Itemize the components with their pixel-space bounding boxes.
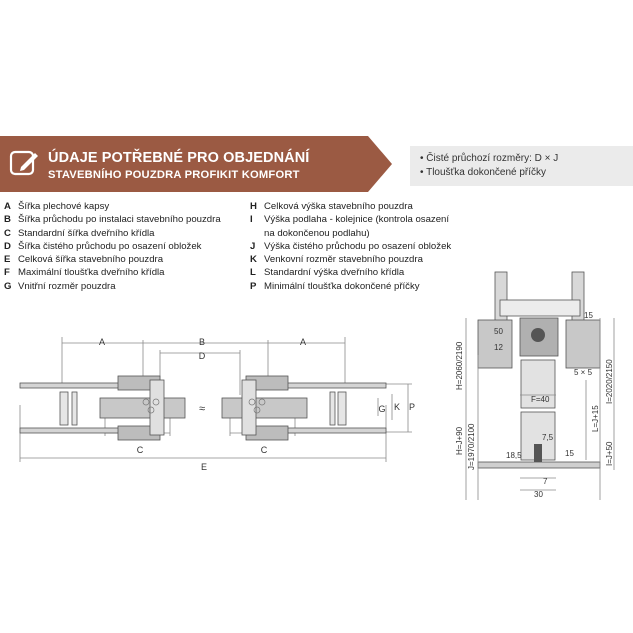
dim-label-lj15: L=J+15 (591, 405, 600, 432)
dim-label-d: D (199, 351, 206, 361)
dim-label-30: 30 (534, 490, 543, 499)
dim-label-f40: F=40 (531, 395, 550, 404)
info-box (410, 146, 633, 186)
break-mark: ≈ (199, 403, 205, 415)
dim-label-5x5: 5 × 5 (574, 368, 593, 377)
dim-label-12: 12 (494, 343, 503, 352)
dim-label-b: B (199, 337, 205, 347)
dim-label-c-left: C (137, 445, 144, 455)
dim-label-50: 50 (494, 327, 503, 336)
dim-label-15-top: 15 (584, 311, 593, 320)
header-banner (0, 136, 392, 192)
banner-arrow-shape (0, 136, 392, 192)
dim-label-k: K (394, 402, 400, 412)
header-title: ÚDAJE POTŘEBNÉ PRO OBJEDNÁNÍ (48, 150, 310, 166)
dim-label-18-5: 18,5 (506, 451, 522, 460)
dim-label-g: G (378, 404, 385, 414)
dim-label-ij50: I=J+50 (605, 441, 614, 466)
info-line-2: • Tloušťka dokončené příčky (420, 167, 547, 178)
dim-label-a-right: A (300, 337, 306, 347)
dim-label-p: P (409, 402, 415, 412)
dim-label-hj90: H=J+90 (455, 426, 464, 455)
header-subtitle: STAVEBNÍHO POUZDRA PROFIKIT KOMFORT (48, 169, 300, 181)
dim-label-a: A (99, 337, 105, 347)
dim-label-e: E (201, 462, 207, 472)
dim-label-j: J=1970/2100 (467, 423, 476, 470)
dim-label-7-5: 7,5 (542, 433, 554, 442)
dim-label-h: H=2060/2190 (455, 341, 464, 390)
dim-label-7: 7 (543, 477, 548, 486)
dim-label-15-bottom: 15 (565, 449, 574, 458)
dim-label-i: I=2020/2150 (605, 359, 614, 404)
pencil-edit-icon (6, 146, 42, 182)
dim-label-c-right: C (261, 445, 268, 455)
info-line-1: • Čisté průchozí rozměry: D × J (420, 153, 559, 164)
